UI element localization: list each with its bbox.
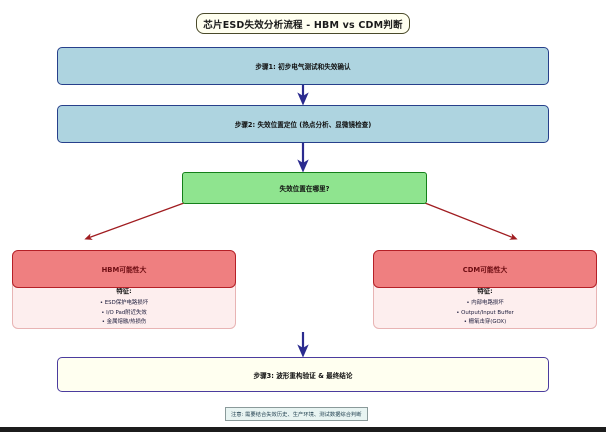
list-item: Output/Input Buffer: [374, 309, 596, 319]
hbm-features-list: ESD保护电路损坏 I/O Pad附近失效 金属熔融/热损伤: [13, 299, 235, 328]
list-item: 内部电路损坏: [374, 299, 596, 309]
cdm-header-box: CDM可能性大: [373, 250, 597, 288]
bottom-band: [0, 427, 606, 432]
list-item: 栅氧击穿(GOX): [374, 318, 596, 328]
step-box-3: 步骤3: 波形重构验证 & 最终结论: [57, 357, 549, 392]
page-title: 芯片ESD失效分析流程 - HBM vs CDM判断: [196, 13, 410, 34]
cdm-features-title: 特征:: [477, 287, 493, 295]
list-item: 金属熔融/热损伤: [13, 318, 235, 328]
step-box-2: 步骤2: 失效位置定位 (热点分析、显微镜检查): [57, 105, 549, 143]
decision-box: 失效位置在哪里?: [182, 172, 427, 204]
hbm-features-title: 特征:: [116, 287, 132, 295]
hbm-header-box: HBM可能性大: [12, 250, 236, 288]
list-item: I/O Pad附近失效: [13, 309, 235, 319]
list-item: ESD保护电路损坏: [13, 299, 235, 309]
cdm-features-list: 内部电路损坏 Output/Input Buffer 栅氧击穿(GOX): [374, 299, 596, 328]
footer-note: 注意: 需要结合失效历史、生产环境、测试数据综合判断: [225, 407, 368, 421]
step-box-1: 步骤1: 初步电气测试和失效确认: [57, 47, 549, 85]
